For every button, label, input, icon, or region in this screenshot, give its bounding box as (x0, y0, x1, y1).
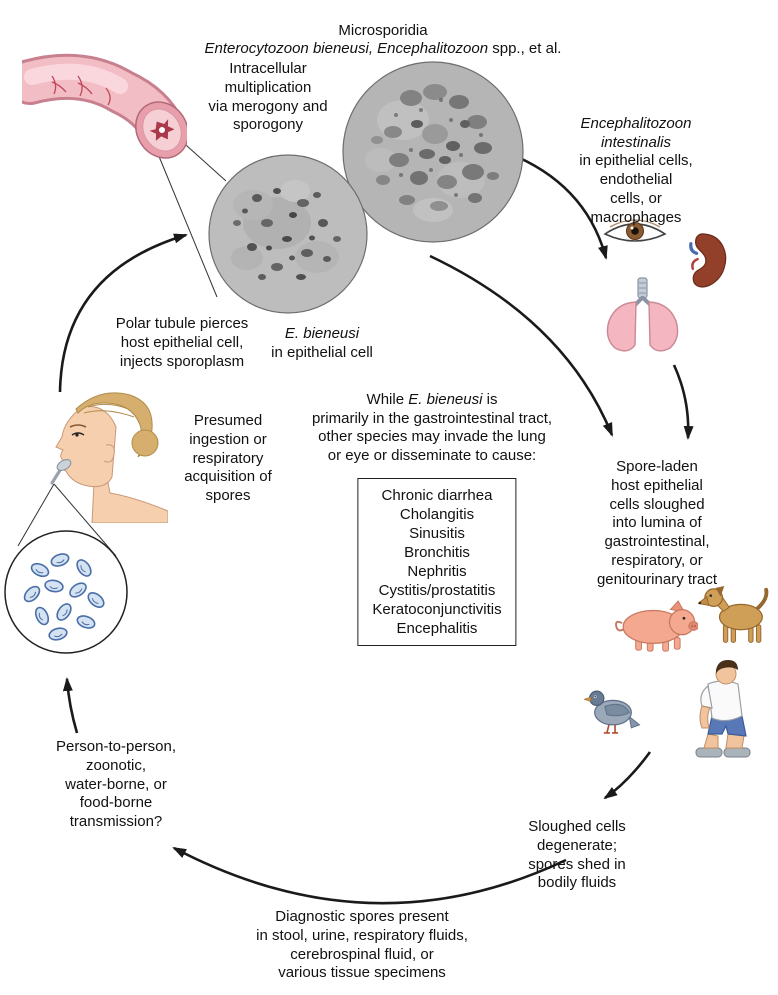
person-squatting-icon (662, 656, 762, 766)
spore-circle-illustration (2, 528, 130, 656)
label-intracellular-multiplication: Intracellular multiplication via merogon… (208, 60, 328, 134)
label-while-ebieneusi: While E. bieneusi is primarily in the ga… (311, 390, 553, 464)
disease-item: Nephritis (407, 563, 467, 580)
dog-icon (698, 584, 776, 654)
cycle-arrow-left-arc (58, 233, 188, 393)
label-encephalitozoon-intestinalis: Encephalitozoon intestinalis in epitheli… (579, 114, 693, 226)
subtitle-rest: spp., et al. (488, 39, 562, 57)
diagram-title: Microsporidia (338, 3, 427, 41)
pigeon-icon (584, 682, 642, 737)
disease-item: Keratoconjunctivitis (372, 601, 502, 618)
disease-item: Cystitis/prostatitis (378, 582, 496, 599)
disease-item: Sinusitis (409, 525, 465, 542)
label-spore-laden: Spore-laden host epithelial cells slough… (596, 458, 718, 588)
cycle-arrow-bottom-arc (172, 846, 567, 905)
cycle-arrow-animals-to-sloughed (603, 751, 652, 800)
disease-item: Cholangitis (399, 506, 475, 523)
eye-icon (602, 214, 668, 252)
label-polar-tubule: Polar tubule pierces host epithelial cel… (115, 315, 249, 370)
intestine-illustration (22, 50, 187, 165)
disease-item: Bronchitis (404, 544, 470, 561)
subtitle-species: Enterocytozoon bieneusi, Encephalitozoon (204, 39, 489, 57)
ebieneusi-species: E. bieneusi (284, 324, 360, 342)
cycle-arrow-organs-down (672, 364, 694, 440)
label-diagnostic-spores: Diagnostic spores present in stool, urin… (256, 908, 468, 982)
pig-icon (612, 598, 698, 654)
encephalitozoon-species: Encephalitozoon intestinalis (580, 114, 692, 151)
label-ebieneusi-caption: E. bieneusi in epithelial cell (271, 324, 373, 361)
disease-list-box: Chronic diarrhea Cholangitis Sinusitis B… (357, 478, 517, 646)
while-species: E. bieneusi (408, 390, 483, 408)
label-person-to-person: Person-to-person, zoonotic, water-borne,… (55, 738, 177, 830)
micrograph-encephalitozoon (341, 60, 525, 244)
face-ingestion-illustration (48, 383, 168, 523)
disease-item: Chronic diarrhea (381, 487, 493, 504)
label-sloughed-cells: Sloughed cells degenerate; spores shed i… (528, 818, 626, 892)
cycle-arrow-micrograph-to-sporeladen (429, 254, 614, 437)
diagram-subtitle: Enterocytozoon bieneusi, Encephalitozoon… (205, 21, 562, 59)
magnifier-line-spoon-2 (53, 483, 117, 557)
title-line1: Microsporidia (338, 21, 428, 39)
disease-item: Encephalitis (396, 620, 478, 637)
cycle-arrow-up-to-spores (62, 677, 79, 734)
micrograph-ebieneusi (207, 153, 369, 315)
magnifier-line-intestine-2 (150, 136, 218, 298)
label-presumed-ingestion: Presumed ingestion or respiratory acquis… (184, 412, 272, 504)
magnifier-line-spoon-1 (17, 483, 55, 547)
lungs-icon (596, 276, 688, 354)
kidney-icon (688, 230, 734, 292)
